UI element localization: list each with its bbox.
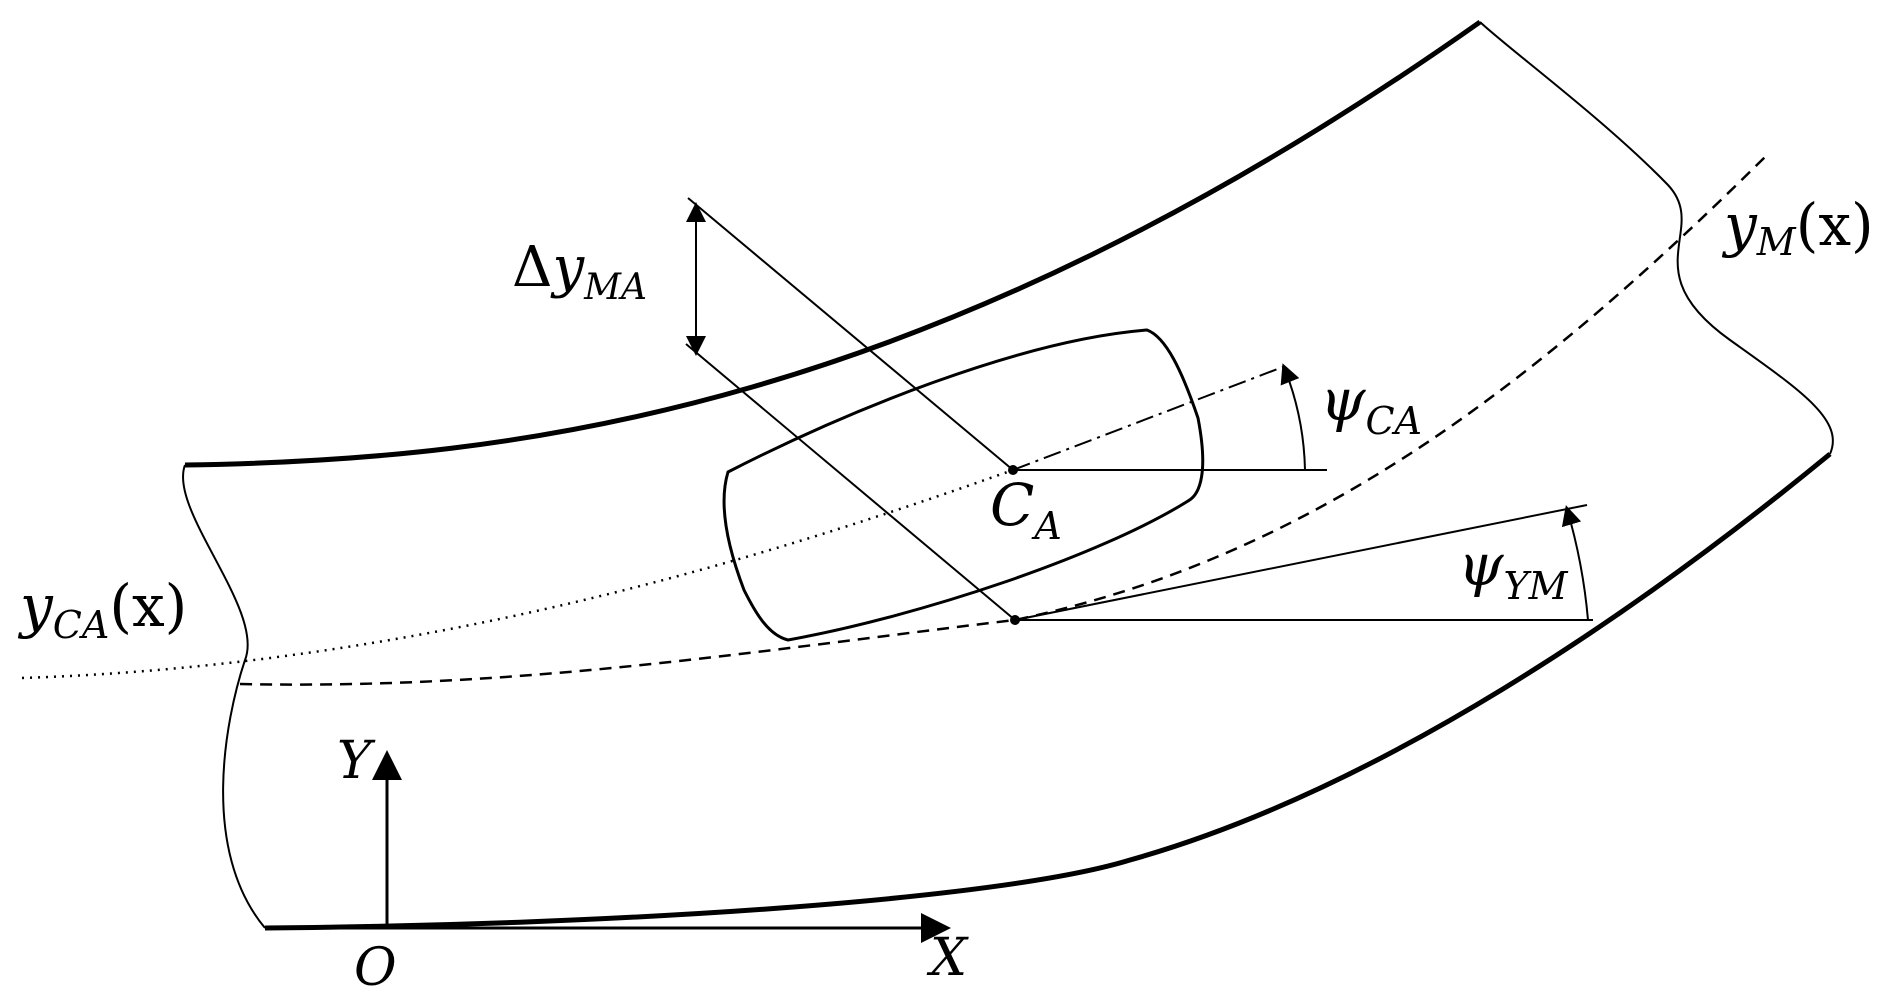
offset-line-upper (687, 197, 1014, 471)
angle-arc-psi-ca (1280, 363, 1306, 471)
ym-x-label: yM(x) (1721, 191, 1874, 264)
ca-point-label: CA (990, 471, 1062, 548)
psi-ca-label: ψCA (1320, 366, 1422, 443)
angle-arc-psi-ym (1561, 505, 1589, 621)
road-right-boundary (264, 452, 1832, 931)
psi-ym-label: ψYM (1458, 531, 1569, 608)
yca-x-label: yCA(x) (17, 572, 187, 647)
offset-line-lower (685, 343, 1016, 621)
delta-y-ma-label: ΔyMA (512, 235, 647, 308)
road-right-cut (1479, 21, 1834, 455)
tangent-line-ym (1014, 504, 1588, 621)
vehicle-body (722, 328, 1205, 642)
point-ym (1010, 615, 1020, 625)
origin-label: O (354, 938, 397, 998)
road-left-boundary (184, 19, 1482, 468)
axis-y-label: Y (337, 731, 376, 791)
heading-line-ca (1012, 364, 1289, 471)
road-left-cut (182, 464, 266, 929)
point-ca (1008, 465, 1018, 475)
axis-x-label: X (926, 928, 969, 988)
